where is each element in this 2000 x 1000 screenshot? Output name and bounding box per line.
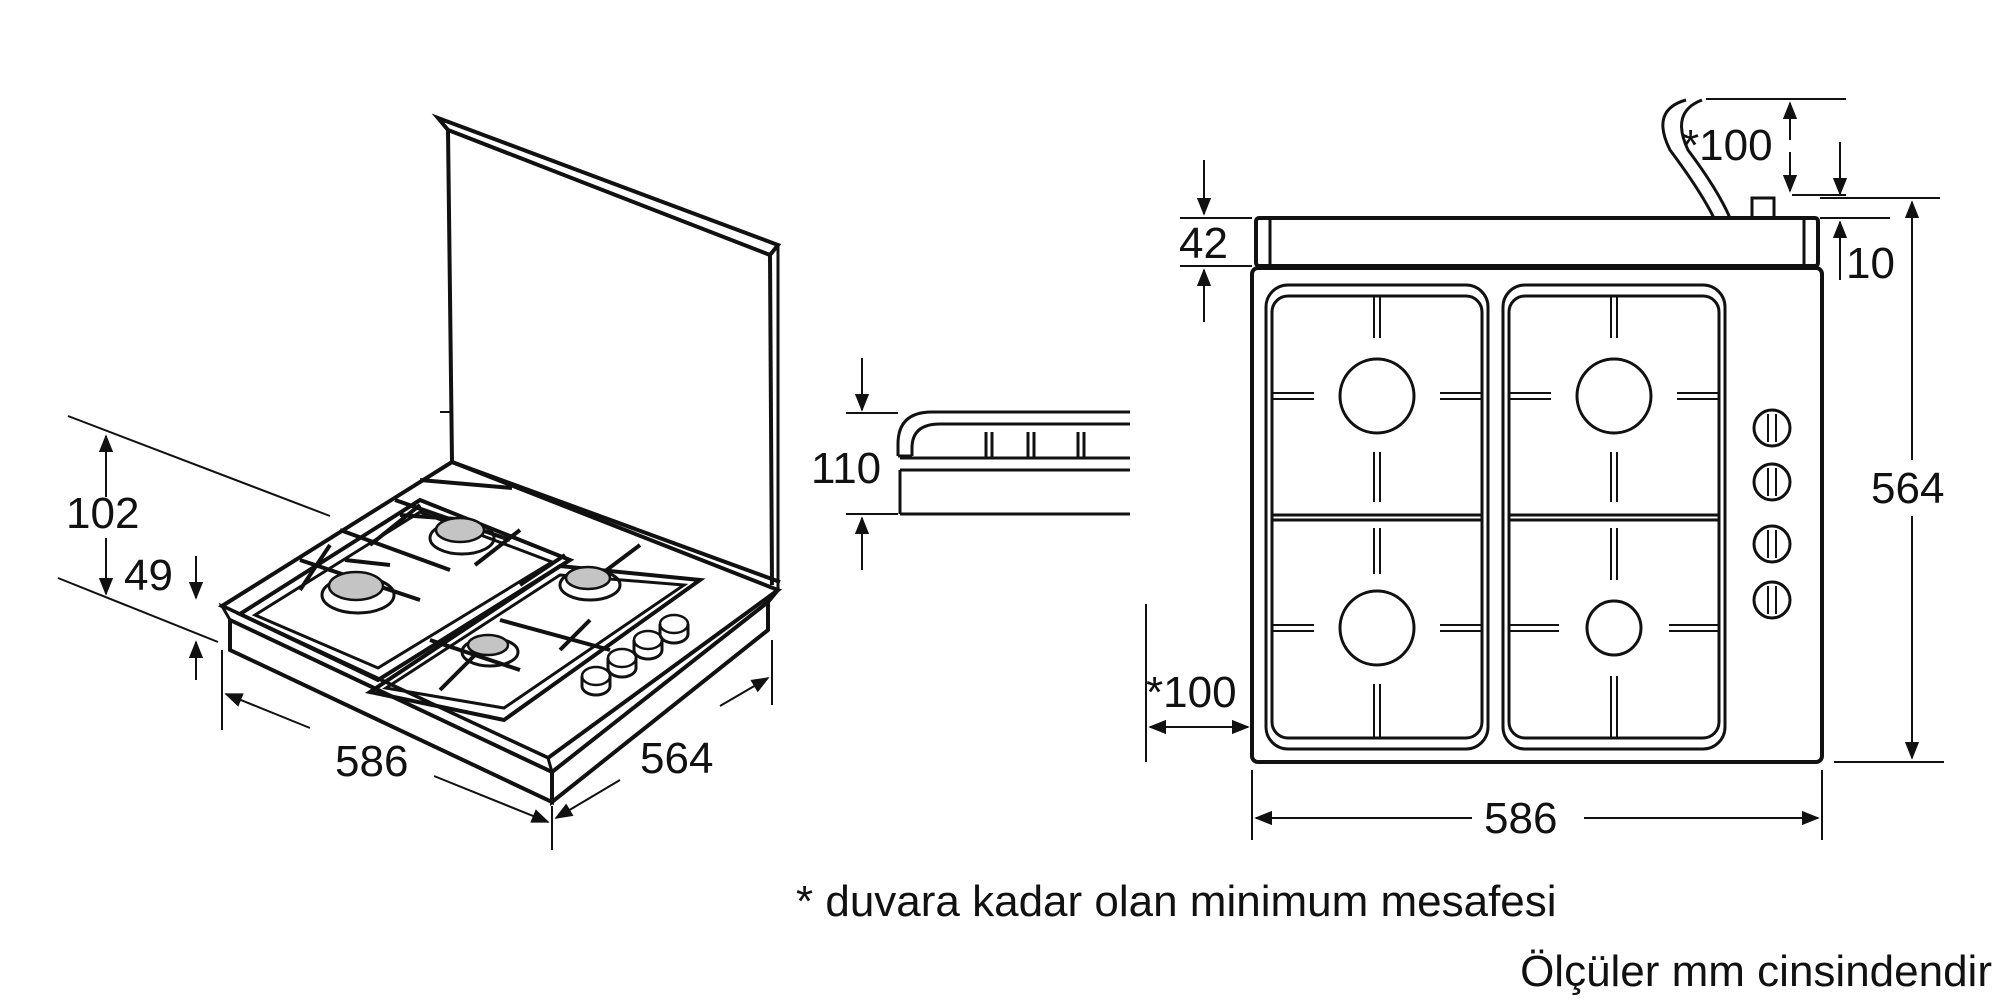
dim-height-with-lid: 102 bbox=[66, 489, 139, 538]
top-knobs bbox=[1752, 408, 1792, 620]
iso-knobs bbox=[580, 613, 690, 697]
dim-wall-clearance-top: *100 bbox=[1682, 121, 1773, 170]
side-section-view: 110 bbox=[811, 358, 1130, 570]
dim-top-depth: 564 bbox=[1871, 464, 1944, 513]
units-note: Ölçüler mm cinsindendir bbox=[1520, 947, 1992, 996]
iso-dimension-lines bbox=[57, 415, 773, 850]
iso-lid bbox=[431, 113, 782, 590]
dim-top-width: 586 bbox=[1484, 794, 1557, 843]
top-dimension-lines bbox=[1145, 98, 1944, 840]
iso-burners bbox=[320, 516, 622, 668]
dim-section-height: 110 bbox=[811, 444, 881, 493]
dim-height-body: 49 bbox=[124, 551, 173, 600]
footnote-min-distance: * duvara kadar olan minimum mesafesi bbox=[796, 877, 1557, 926]
top-right-pan-support bbox=[1501, 283, 1727, 751]
dim-iso-width: 586 bbox=[335, 737, 408, 786]
dim-lid-depth: 42 bbox=[1179, 219, 1228, 268]
top-view: *100 42 10 564 *100 586 bbox=[1145, 98, 1944, 843]
dim-wall-clearance-side: *100 bbox=[1146, 668, 1237, 717]
top-burners bbox=[1272, 296, 1719, 738]
top-left-pan-support bbox=[1264, 283, 1490, 751]
isometric-view: 102 49 586 564 bbox=[57, 113, 783, 850]
dim-iso-depth: 564 bbox=[640, 734, 713, 783]
dim-lid-offset: 10 bbox=[1846, 239, 1895, 288]
